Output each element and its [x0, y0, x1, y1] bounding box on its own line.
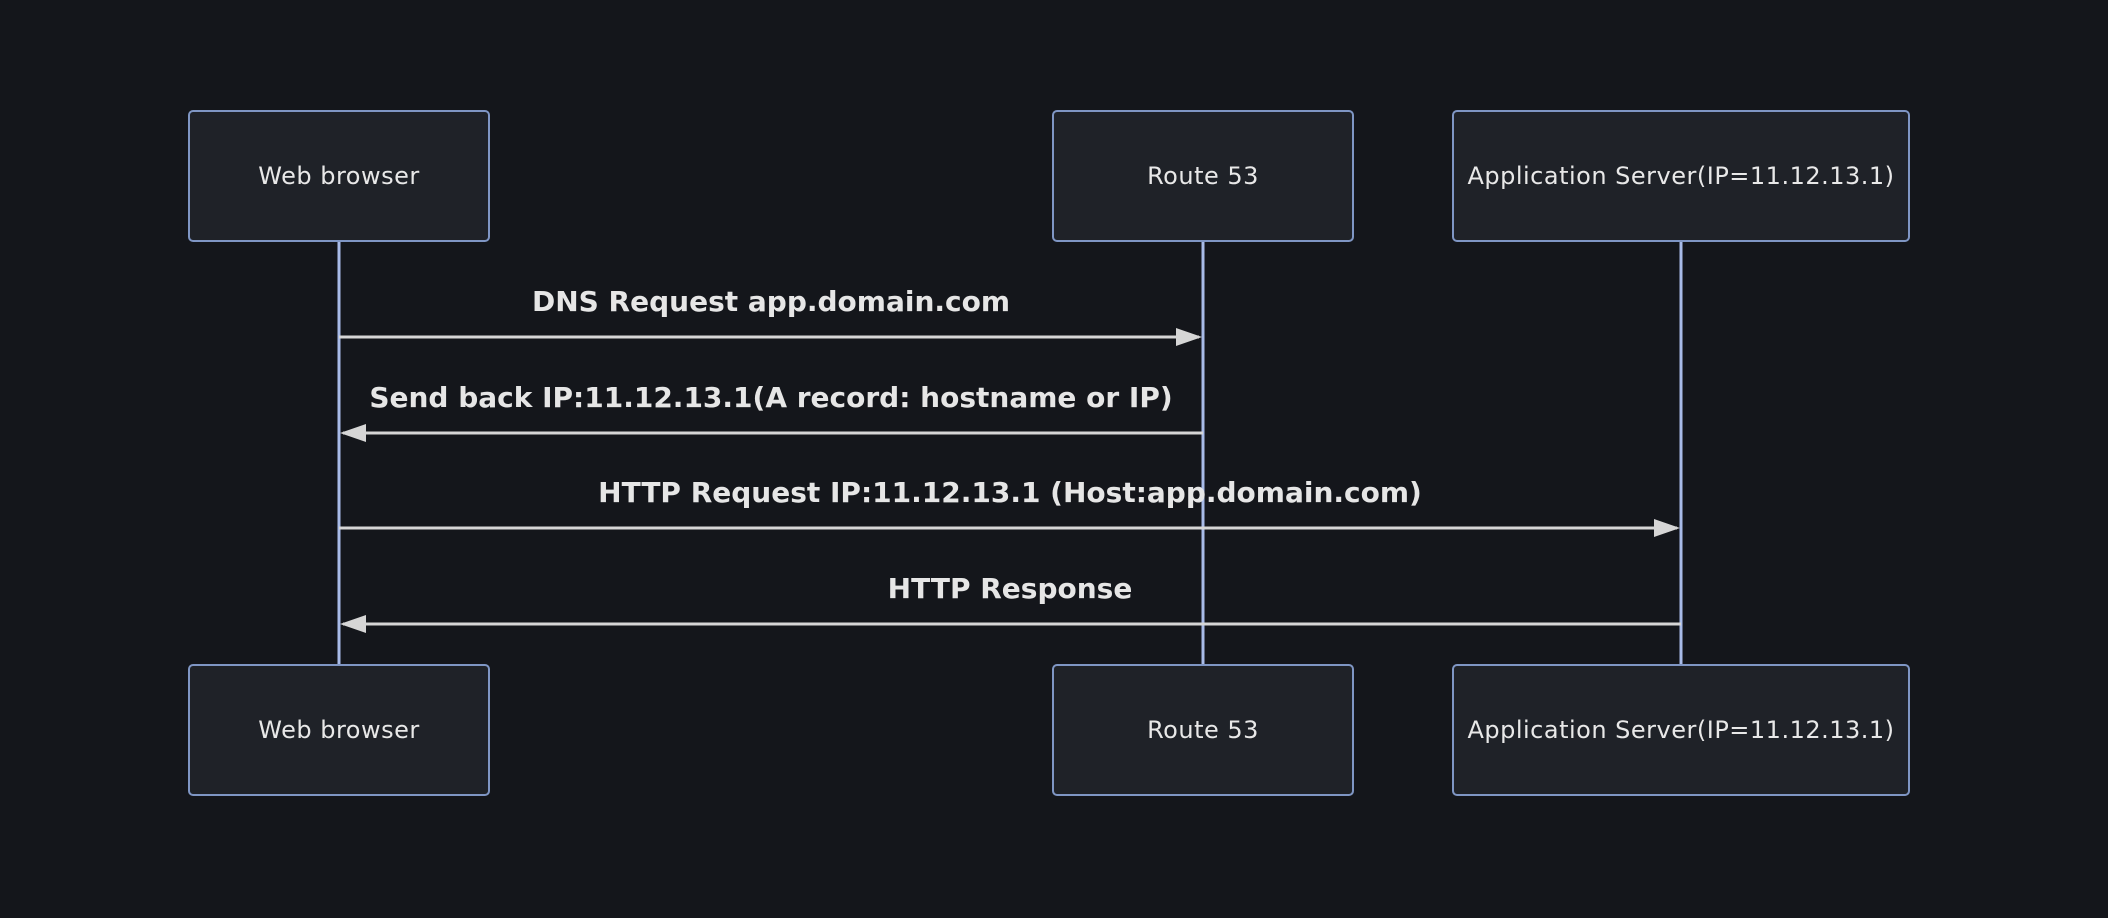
actor-box-app-server-top: Application Server(IP=11.12.13.1) — [1452, 110, 1910, 242]
message-label-http-response: HTTP Response — [887, 572, 1133, 605]
message-label-dns-request: DNS Request app.domain.com — [531, 285, 1011, 318]
actor-label-web-browser-bottom: Web browser — [258, 716, 420, 744]
actor-box-app-server-bottom: Application Server(IP=11.12.13.1) — [1452, 664, 1910, 796]
message-label-http-request: HTTP Request IP:11.12.13.1 (Host:app.dom… — [598, 476, 1422, 509]
actor-label-app-server: Application Server(IP=11.12.13.1) — [1467, 162, 1895, 190]
actor-box-web-browser-top: Web browser — [188, 110, 490, 242]
actor-label-app-server-bottom: Application Server(IP=11.12.13.1) — [1467, 716, 1895, 744]
actor-box-route-53-bottom: Route 53 — [1052, 664, 1354, 796]
message-label-dns-response: Send back IP:11.12.13.1(A record: hostna… — [369, 381, 1173, 414]
actor-label-web-browser: Web browser — [258, 162, 420, 190]
actor-box-web-browser-bottom: Web browser — [188, 664, 490, 796]
actor-label-route-53: Route 53 — [1147, 162, 1259, 190]
actor-label-route-53-bottom: Route 53 — [1147, 716, 1259, 744]
actor-box-route-53-top: Route 53 — [1052, 110, 1354, 242]
